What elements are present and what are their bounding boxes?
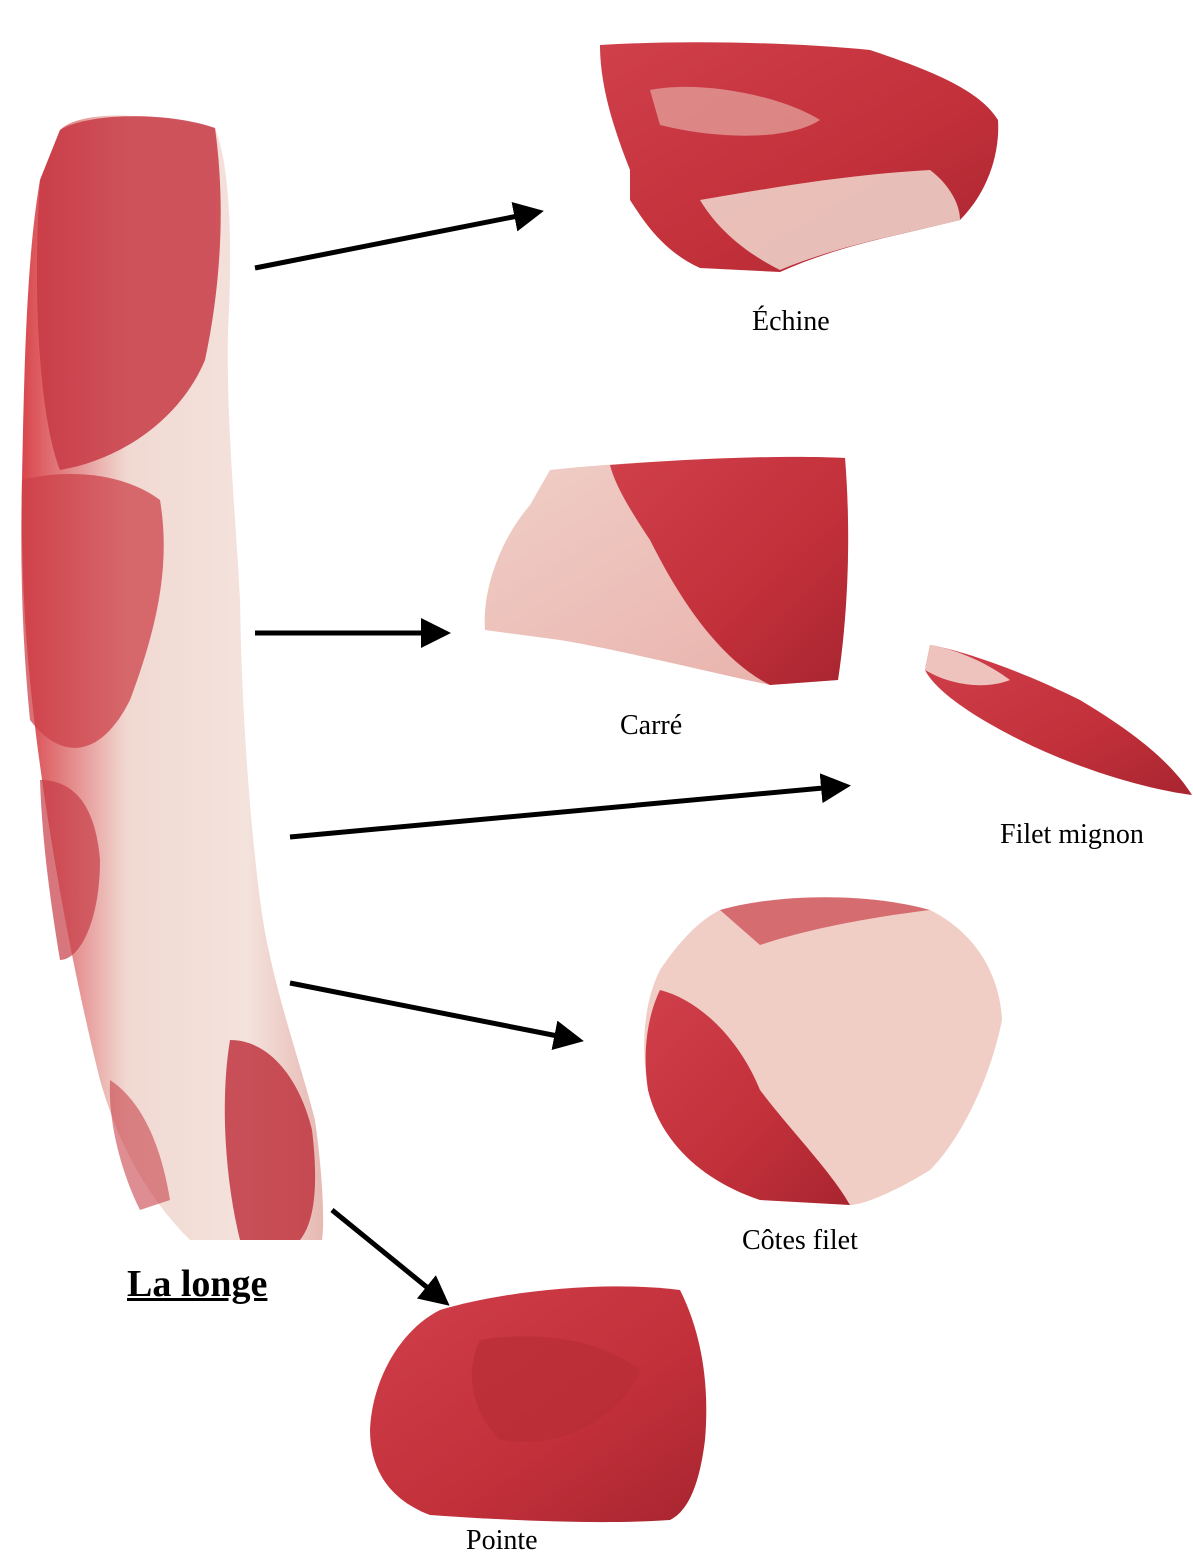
carre-image [485,457,848,685]
arrow-to-echine [255,212,538,268]
label-filet-mignon: Filet mignon [1000,819,1144,851]
arrow-to-pointe [332,1210,445,1302]
pointe-image [370,1286,706,1522]
main-cut-title: La longe [127,1262,267,1306]
arrow-to-filet-mignon [290,786,845,837]
label-carre: Carré [620,710,682,742]
label-pointe: Pointe [466,1525,538,1557]
label-echine: Échine [752,306,830,338]
cotes-filet-image [644,897,1002,1205]
filet-mignon-image [925,645,1192,795]
echine-image [600,42,998,272]
label-cotes-filet: Côtes filet [742,1225,858,1257]
longe-image [21,116,323,1241]
arrow-to-cotes-filet [290,983,578,1040]
